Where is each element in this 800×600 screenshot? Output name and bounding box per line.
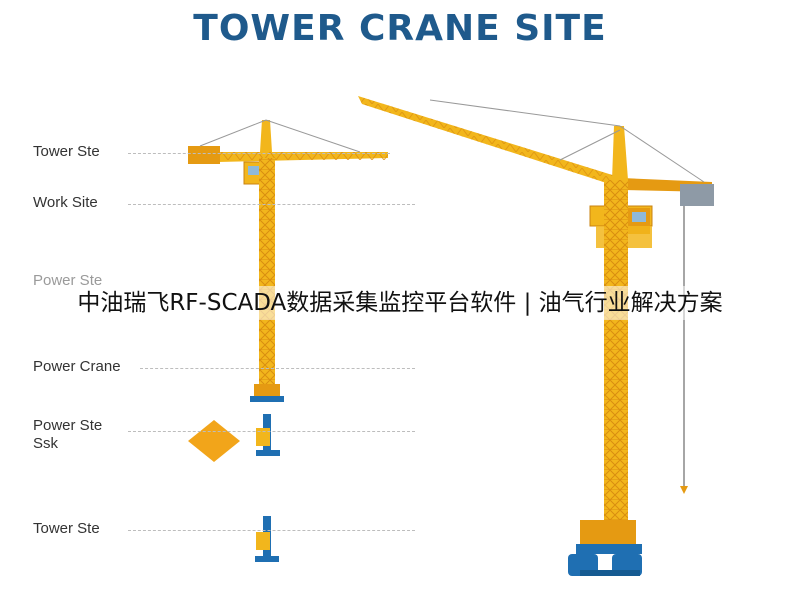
right-crane-base	[580, 520, 636, 544]
diamond-marker	[188, 420, 240, 462]
page-title: TOWER CRANE SITE	[193, 8, 607, 49]
site-label-tower-2: Tower Ste	[33, 520, 100, 537]
guide-line-2	[128, 204, 415, 205]
hook-icon	[680, 486, 688, 494]
site-label-work: Work Site	[33, 194, 98, 211]
guide-line-3	[140, 368, 415, 369]
guide-line-5	[128, 530, 415, 531]
right-crane-counterweight	[680, 184, 714, 206]
left-tower-crane	[188, 119, 388, 402]
small-crane-bottom	[255, 516, 279, 562]
site-label-power-crane: Power Crane	[33, 358, 121, 375]
site-label-power-2: Power Ste Ssk	[33, 417, 103, 452]
site-label-power-1: Power Ste	[33, 272, 103, 289]
guide-line-1	[128, 153, 390, 154]
right-crane-apex	[612, 126, 628, 180]
left-crane-apex	[260, 120, 272, 152]
left-crane-counterweight	[188, 146, 220, 164]
right-tower-crane	[358, 96, 714, 576]
left-crane-base	[254, 384, 280, 398]
small-crane-middle	[256, 414, 280, 456]
overlay-caption: 中油瑞飞RF-SCADA数据采集监控平台软件 | 油气行业解决方案	[0, 286, 800, 320]
guide-line-4	[128, 431, 415, 432]
site-label-tower-1: Tower Ste	[33, 143, 100, 160]
